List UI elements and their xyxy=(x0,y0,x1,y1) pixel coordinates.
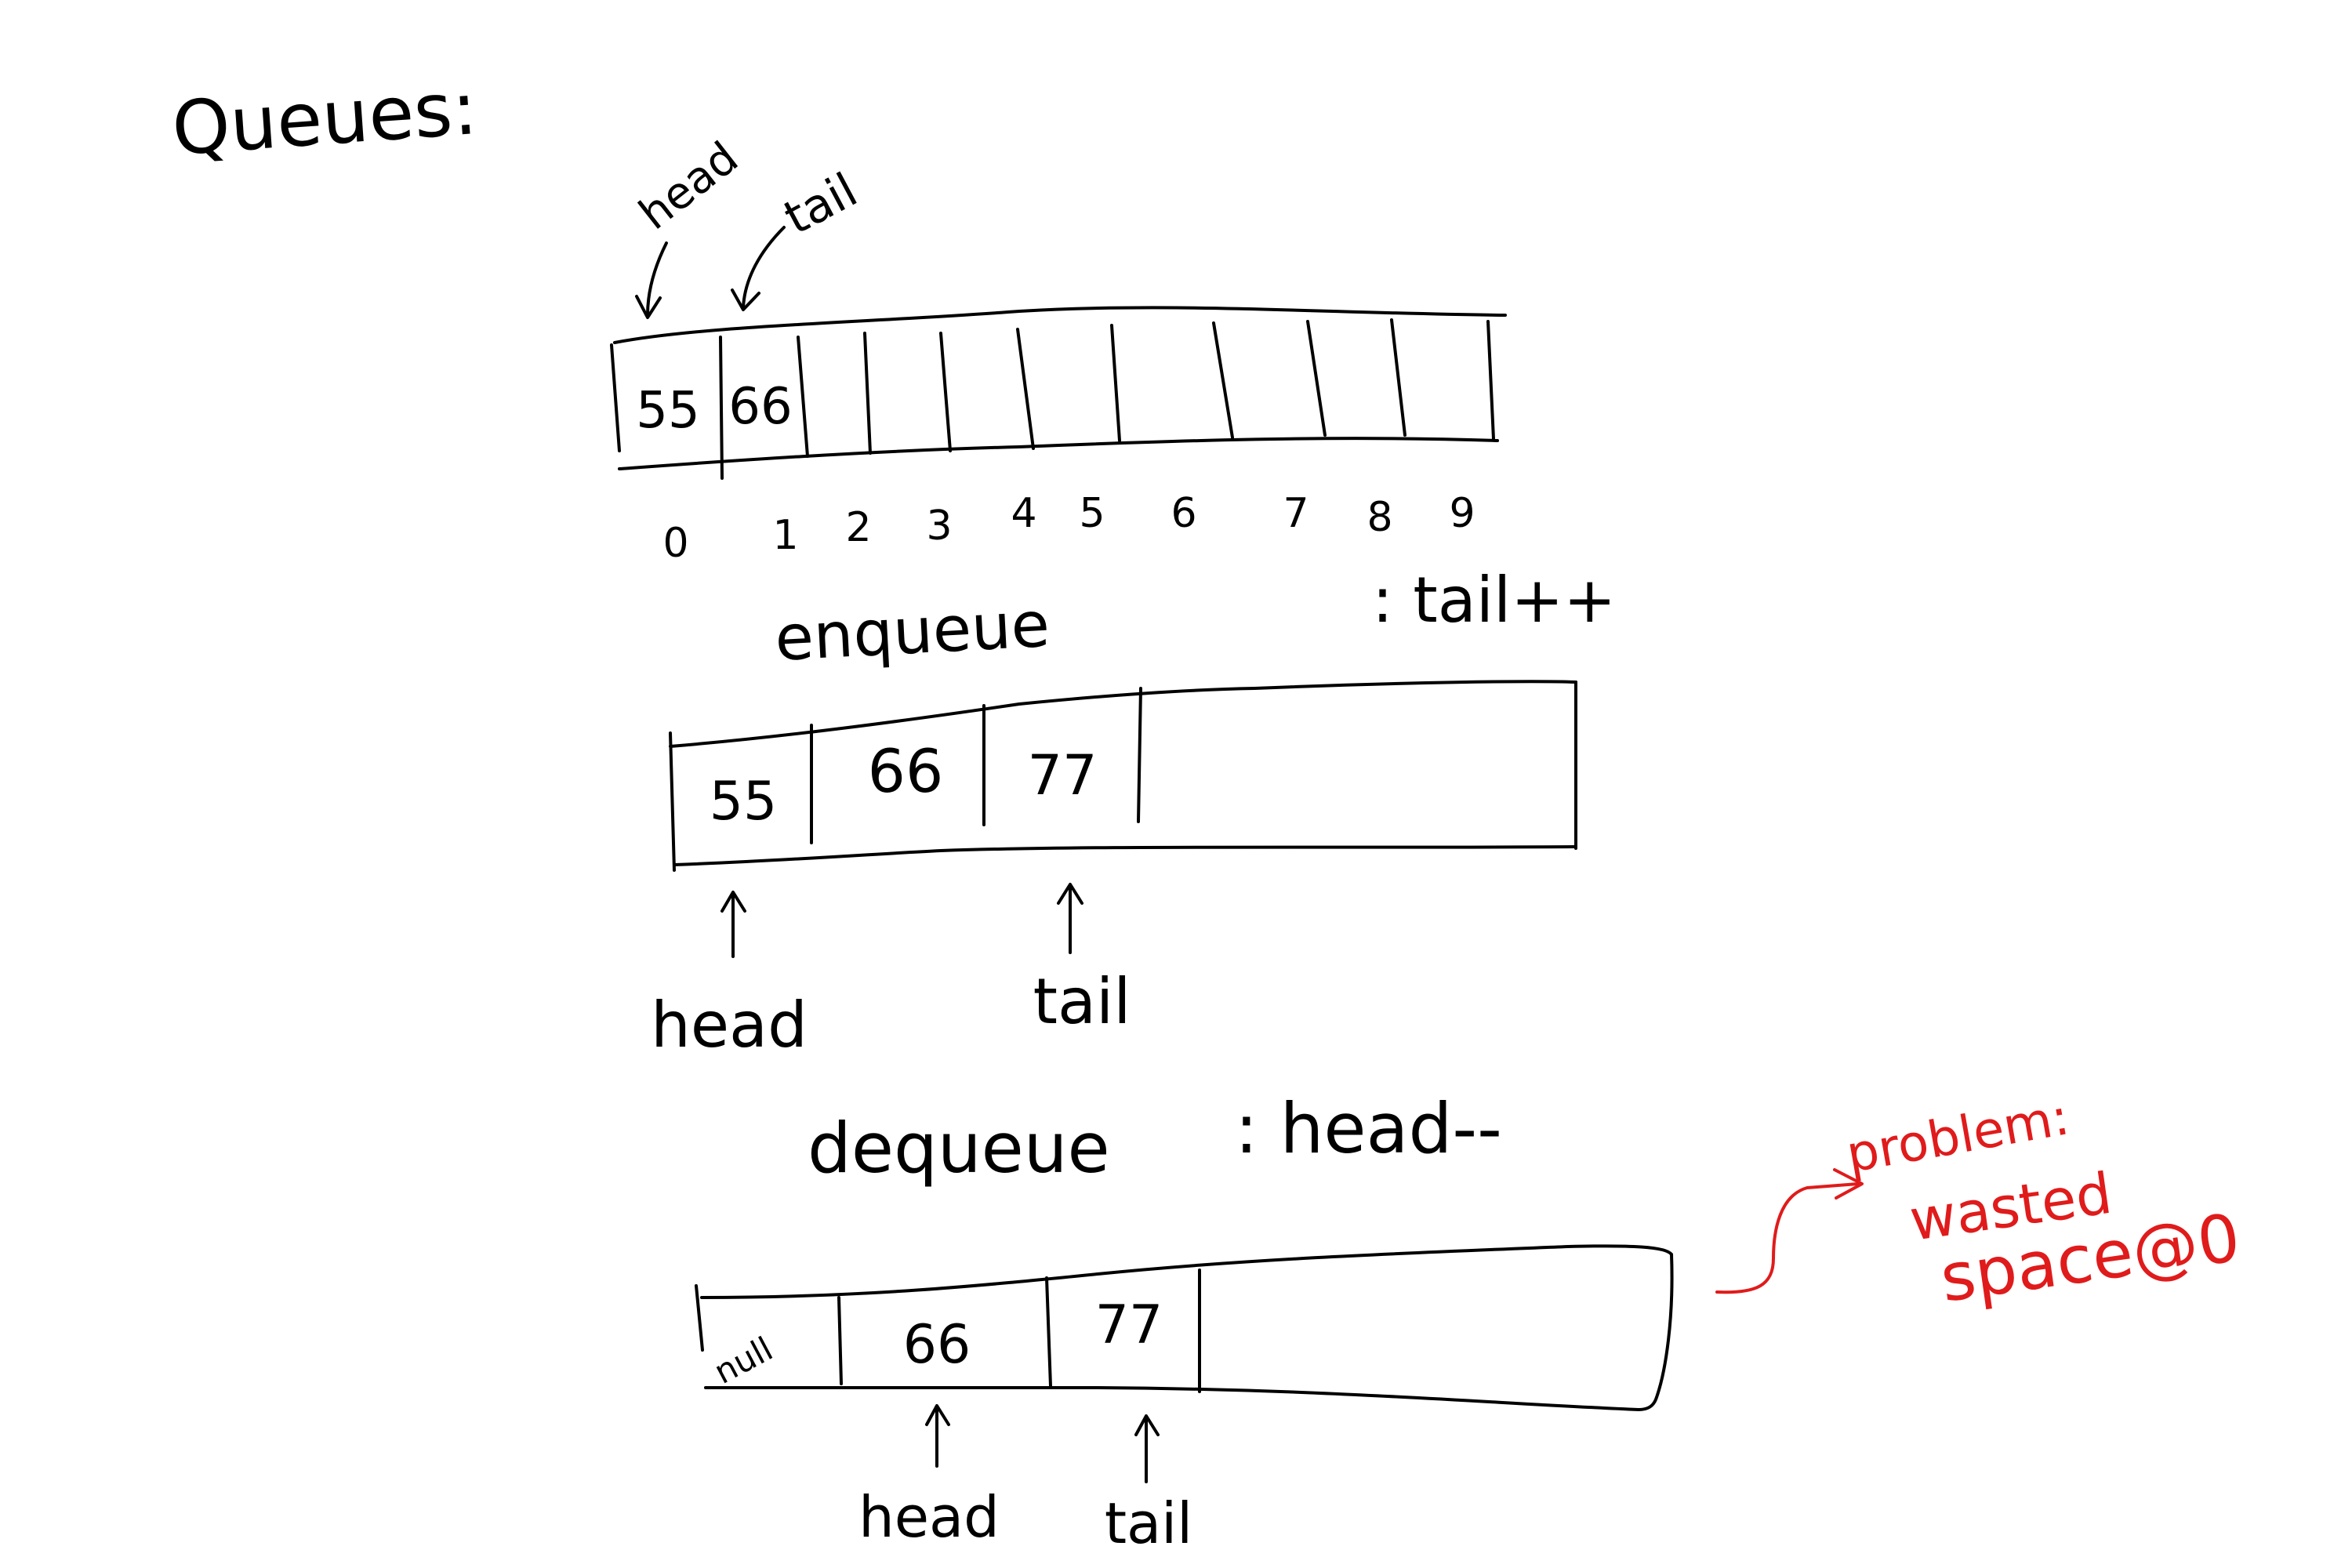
head-label: head xyxy=(630,132,748,240)
dequeue-cell-value: 66 xyxy=(903,1314,971,1376)
dequeue-tail-label: tail xyxy=(1105,1490,1192,1556)
index-label: 8 xyxy=(1367,494,1392,541)
array-divider xyxy=(939,332,952,452)
dequeue-divider xyxy=(837,1296,843,1385)
array-top-border xyxy=(613,306,1507,344)
head-arrow xyxy=(646,241,668,317)
index-label: 9 xyxy=(1449,490,1475,537)
index-label: 1 xyxy=(772,512,798,559)
array-divider xyxy=(719,336,724,480)
array-divider xyxy=(863,332,872,455)
index-label: 7 xyxy=(1283,490,1308,537)
dequeue-right-border xyxy=(1637,1253,1674,1411)
array-divider xyxy=(1306,320,1327,437)
enqueue-label: enqueue xyxy=(773,588,1051,675)
enqueue-cell-value: 55 xyxy=(710,771,778,833)
index-label: 6 xyxy=(1171,490,1196,537)
tail-arrow-head xyxy=(731,289,760,311)
annotation-arrow-head xyxy=(1833,1168,1864,1200)
array-divider xyxy=(1212,321,1234,439)
dequeue-cell-value: null xyxy=(708,1330,779,1392)
enqueue-bottom-border xyxy=(673,845,1577,866)
dequeue-diagram: dequeue : head-- null 66 77 head tail xyxy=(695,1088,1674,1556)
dequeue-divider xyxy=(1045,1276,1052,1388)
array-diagram: 55 66 0 1 2 3 4 5 6 7 8 9 head tail xyxy=(610,132,1507,567)
enqueue-tail-label: tail xyxy=(1033,965,1131,1038)
array-divider xyxy=(797,336,809,458)
enqueue-top-border xyxy=(669,680,1577,748)
dequeue-divider xyxy=(695,1284,704,1352)
array-bottom-border xyxy=(618,437,1499,470)
dequeue-bottom-border xyxy=(704,1385,1640,1411)
index-label: 3 xyxy=(926,503,952,550)
array-divider xyxy=(1110,324,1121,442)
index-label: 5 xyxy=(1079,490,1105,537)
enqueue-head-label: head xyxy=(651,989,808,1062)
dequeue-label: dequeue xyxy=(808,1108,1110,1189)
dequeue-head-arrow-head xyxy=(925,1404,950,1426)
enqueue-operation: : tail++ xyxy=(1372,564,1616,637)
tail-label: tail xyxy=(775,162,866,245)
enqueue-diagram: enqueue : tail++ 55 66 77 head tail xyxy=(651,564,1616,1062)
array-divider xyxy=(1390,318,1406,437)
enqueue-cell-value: 77 xyxy=(1027,743,1097,808)
enqueue-head-arrow-head xyxy=(720,891,746,913)
array-divider xyxy=(610,343,621,452)
array-divider xyxy=(1016,328,1035,450)
annotation-bracket xyxy=(1715,1182,1860,1294)
index-label: 0 xyxy=(662,520,688,567)
enqueue-tail-arrow-head xyxy=(1057,883,1083,905)
dequeue-cell-value: 77 xyxy=(1095,1294,1163,1356)
index-label: 4 xyxy=(1011,490,1036,537)
tail-arrow xyxy=(742,226,786,309)
dequeue-tail-arrow-head xyxy=(1134,1414,1160,1436)
array-cell-value: 66 xyxy=(728,378,792,436)
dequeue-operation: : head-- xyxy=(1235,1088,1502,1169)
enqueue-divider xyxy=(1137,687,1142,823)
enqueue-divider xyxy=(669,731,676,872)
dequeue-top-border xyxy=(700,1244,1673,1299)
enqueue-cell-value: 66 xyxy=(868,736,944,806)
array-divider xyxy=(1486,320,1495,441)
index-label: 2 xyxy=(845,504,871,551)
array-cell-value: 55 xyxy=(636,382,699,440)
dequeue-head-label: head xyxy=(858,1484,1000,1550)
page-title: Queues: xyxy=(169,66,480,172)
head-arrow-head xyxy=(635,295,662,319)
problem-annotation: problem: wasted space@0 xyxy=(1715,1088,2245,1317)
